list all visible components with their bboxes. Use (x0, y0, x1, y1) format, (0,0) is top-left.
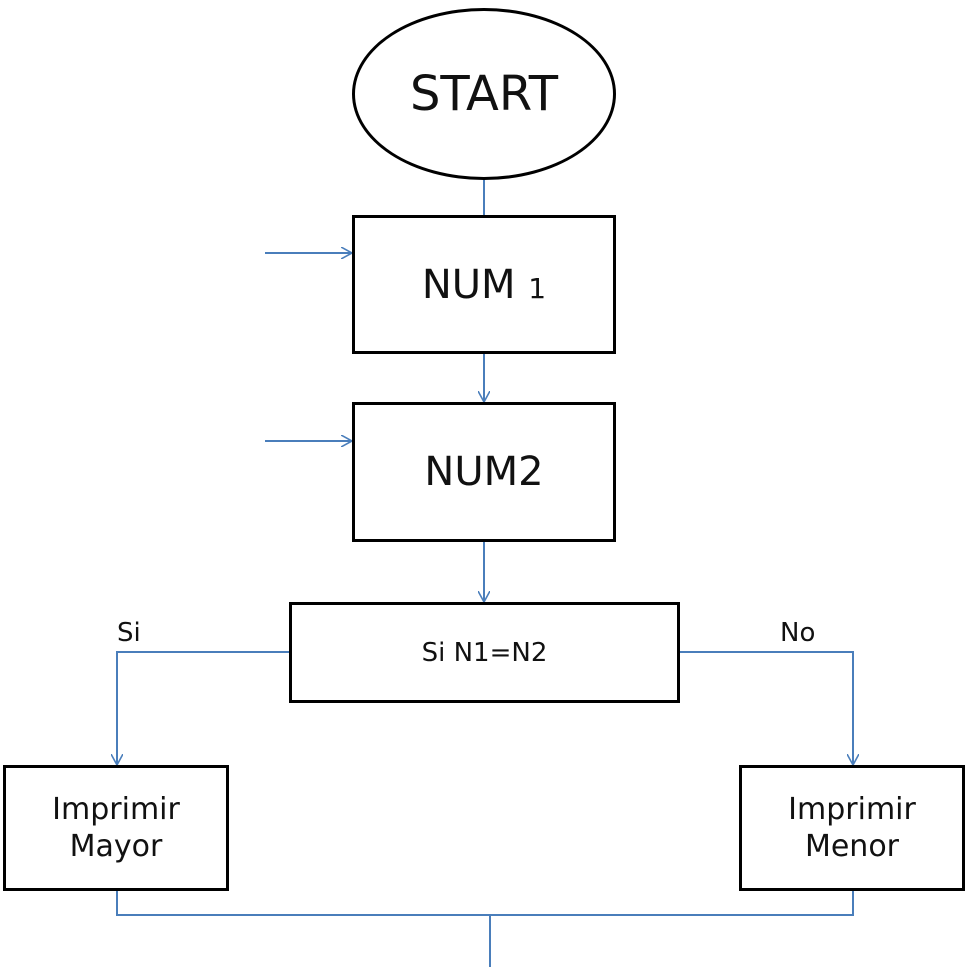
yes-branch-label: Si (117, 618, 141, 648)
num2-node: NUM2 (352, 402, 616, 542)
connector-merge (116, 890, 854, 916)
start-node: START (352, 8, 616, 180)
start-label: START (409, 66, 559, 122)
output-yes-line2: Mayor (69, 829, 163, 864)
num1-label: NUM 1 (422, 262, 546, 308)
output-no-line2: Menor (804, 829, 900, 864)
output-yes-label: Imprimir Mayor (52, 791, 180, 866)
num1-label-suffix: 1 (528, 271, 547, 305)
connector-no-branch (679, 651, 853, 765)
decision-label: Si N1=N2 (421, 637, 548, 668)
no-branch-label: No (780, 618, 816, 648)
output-no-line1: Imprimir (788, 791, 916, 827)
num1-node: NUM 1 (352, 215, 616, 354)
output-no-node: Imprimir Menor (739, 765, 965, 891)
output-yes-line1: Imprimir (52, 791, 180, 827)
num2-label: NUM2 (424, 449, 544, 495)
decision-node: Si N1=N2 (289, 602, 680, 703)
output-no-label: Imprimir Menor (788, 791, 916, 866)
num1-label-main: NUM (421, 261, 516, 308)
output-yes-node: Imprimir Mayor (3, 765, 229, 891)
connector-yes-branch (117, 651, 290, 765)
